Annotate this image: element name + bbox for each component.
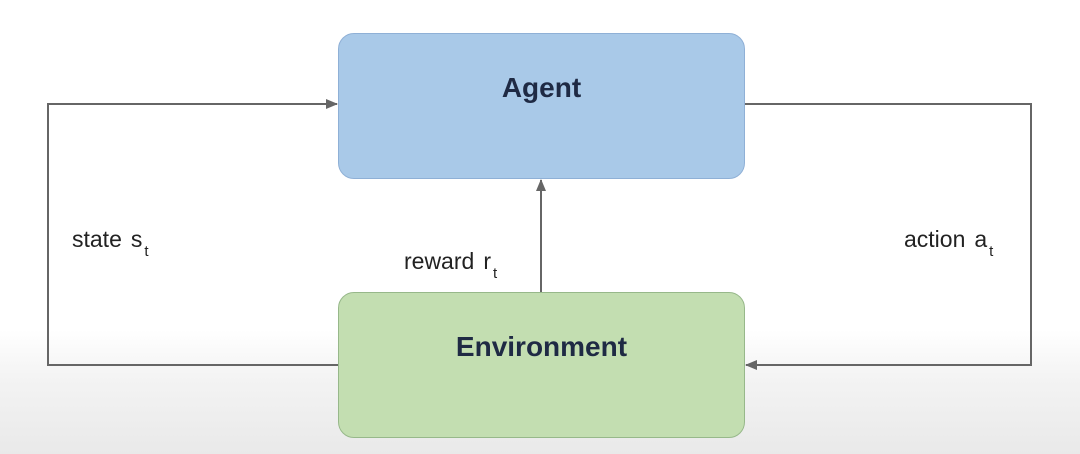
state-text: state [72,226,122,252]
state-subscript: t [144,243,149,260]
action-symbol: a [974,226,988,252]
environment-node: Environment [338,292,745,438]
state-arrow [47,99,338,366]
agent-node: Agent [338,33,745,179]
agent-label: Agent [501,72,582,103]
action-text: action [904,226,966,252]
reward-symbol: r [483,248,491,274]
environment-label: Environment [455,331,628,362]
reward-text: reward [404,248,475,274]
state-symbol: s [130,226,143,252]
action-arrow [745,103,1032,370]
reward-subscript: t [492,265,498,282]
action-subscript: t [989,243,994,260]
